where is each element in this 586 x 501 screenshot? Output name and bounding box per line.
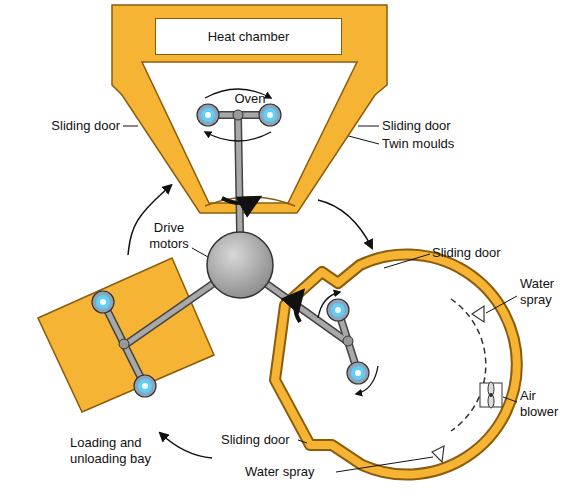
shaft-rotation-arrow bbox=[222, 198, 258, 203]
label-holder: Sliding door bbox=[432, 245, 527, 261]
label-holder: Drive motors bbox=[140, 220, 198, 251]
label-holder: Air blower bbox=[520, 388, 572, 419]
drive-arm bbox=[103, 302, 145, 386]
mould bbox=[92, 291, 114, 313]
door-label: Sliding door bbox=[382, 118, 477, 134]
arm-hub bbox=[233, 110, 243, 120]
drive-motor bbox=[207, 232, 273, 298]
part-label: Drive motors bbox=[140, 220, 198, 251]
door-label: Sliding door bbox=[432, 245, 527, 261]
label-holder: Sliding door bbox=[40, 118, 120, 134]
label-holder: Sliding door bbox=[382, 118, 477, 134]
arm-hub bbox=[119, 339, 129, 349]
drive-arm bbox=[238, 115, 240, 232]
dashed-curtain bbox=[451, 299, 486, 431]
mould bbox=[134, 375, 156, 397]
station-name: Loading and unloading bay bbox=[70, 435, 170, 466]
label-holder: Water spray bbox=[245, 464, 340, 480]
part-label: Water spray bbox=[245, 464, 340, 480]
mould bbox=[197, 104, 219, 126]
label-holder: Sliding door bbox=[221, 432, 301, 448]
mould-rotation-arrow bbox=[205, 89, 271, 98]
drive-arm bbox=[238, 115, 240, 232]
label-holder: Twin moulds bbox=[382, 136, 477, 152]
mould bbox=[259, 104, 281, 126]
rotation-arrow bbox=[128, 185, 171, 255]
loading-bay: Loading and unloading bay bbox=[38, 255, 218, 470]
text-holder: Loading and unloading bay bbox=[70, 435, 170, 466]
drive-arm bbox=[103, 302, 145, 386]
mould-rotation-arrow bbox=[205, 132, 271, 141]
heat-chamber: Heat chamber bbox=[155, 18, 342, 55]
door-label: Sliding door bbox=[221, 432, 301, 448]
station-name: Oven bbox=[210, 91, 290, 107]
rotation-arrow bbox=[160, 433, 212, 458]
arm-hub bbox=[343, 336, 353, 346]
chamber-name: Heat chamber bbox=[208, 29, 290, 45]
part-label: Twin moulds bbox=[382, 136, 477, 152]
shaft-rotation-arrow bbox=[295, 292, 302, 322]
mould bbox=[347, 362, 369, 384]
mould bbox=[327, 299, 349, 321]
spray-nozzle bbox=[472, 306, 484, 322]
part-label: Air blower bbox=[520, 388, 572, 419]
door-label: Sliding door bbox=[40, 118, 120, 134]
text-holder: Oven bbox=[210, 91, 290, 107]
spray-nozzle bbox=[432, 446, 444, 462]
part-label: Water spray bbox=[520, 276, 572, 307]
label-holder: Water spray bbox=[520, 276, 572, 307]
cooling-chamber bbox=[275, 255, 517, 475]
air-blower-fan bbox=[480, 382, 502, 408]
rotation-arrow bbox=[318, 200, 372, 248]
